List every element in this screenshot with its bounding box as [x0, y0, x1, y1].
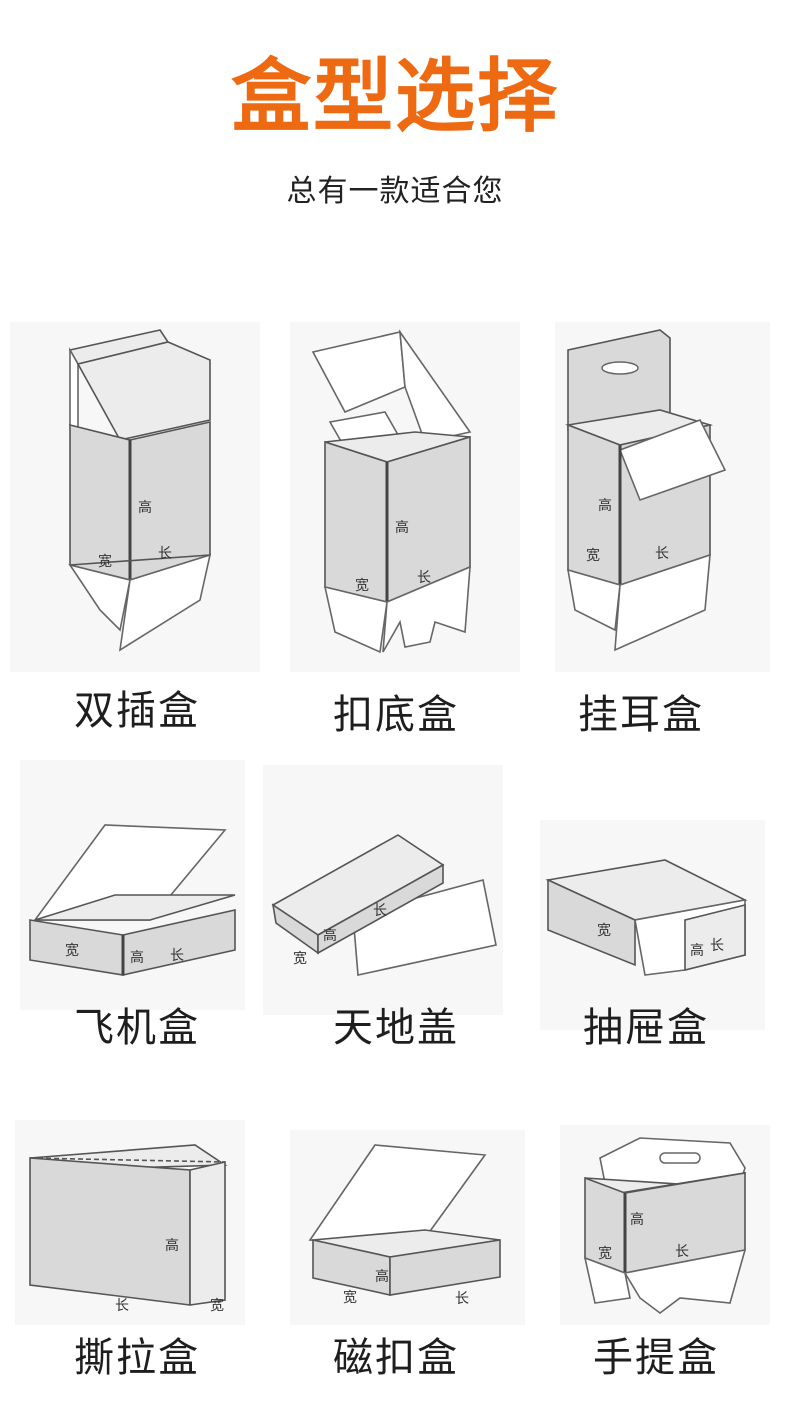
box-type-label: 手提盒 [593, 1335, 719, 1381]
dimension-label-height: 高 [395, 519, 409, 536]
dimension-label-width: 宽 [597, 922, 611, 939]
dimension-label-length: 长 [655, 546, 669, 562]
dimension-label-length: 长 [417, 570, 431, 586]
page-subtitle: 总有一款适合您 [286, 174, 504, 209]
dimension-label-height: 高 [598, 497, 612, 514]
box-type-label: 抽屉盒 [583, 1005, 709, 1051]
box-type-label: 撕拉盒 [74, 1335, 200, 1381]
lock-bottom-box-icon: 高 宽 长 [311, 329, 472, 654]
box-type-label: 磁扣盒 [333, 1335, 459, 1381]
dimension-label-width: 宽 [586, 547, 600, 564]
page-title: 盒型选择 [231, 50, 559, 143]
dimension-label-height: 高 [323, 927, 337, 944]
tear-strip-box-icon: 高 长 宽 [29, 1144, 228, 1314]
dimension-label-width: 宽 [293, 950, 307, 967]
dimension-label-height: 高 [375, 1268, 389, 1285]
dimension-label-length: 长 [455, 1291, 469, 1307]
box-type-label: 挂耳盒 [578, 692, 704, 738]
dimension-label-width: 宽 [65, 942, 79, 959]
dimension-label-width: 宽 [355, 577, 369, 594]
mailer-box-icon: 宽 高 长 [29, 824, 236, 976]
lid-and-base-box-icon: 高 宽 长 [271, 834, 497, 976]
dimension-label-width: 宽 [210, 1297, 224, 1314]
dimension-label-height: 高 [165, 1237, 179, 1254]
dimension-label-length: 长 [373, 903, 387, 919]
handle-box-icon: 高 宽 长 [583, 1137, 747, 1314]
box-type-label: 天地盖 [333, 1005, 459, 1051]
magnetic-closure-box-icon: 高 宽 长 [308, 1144, 501, 1307]
drawer-box-icon: 宽 高 长 [545, 859, 748, 976]
dimension-label-length: 长 [158, 546, 172, 562]
box-type-label: 扣底盒 [333, 692, 459, 738]
hanger-box-icon: 高 宽 长 [564, 329, 727, 652]
dimension-label-length: 长 [710, 938, 724, 954]
dimension-label-height: 高 [630, 1211, 644, 1228]
dimension-label-length: 长 [675, 1244, 689, 1260]
tuck-end-box-icon: 高 宽 长 [68, 329, 212, 652]
box-type-label: 飞机盒 [74, 1005, 200, 1051]
dimension-label-width: 宽 [98, 553, 112, 570]
dimension-label-length: 长 [115, 1298, 129, 1314]
box-type-label: 双插盒 [74, 688, 200, 734]
dimension-label-height: 高 [130, 949, 144, 966]
dimension-label-height: 高 [690, 942, 704, 959]
dimension-label-height: 高 [138, 499, 152, 516]
dimension-label-length: 长 [170, 948, 184, 964]
dimension-label-width: 宽 [343, 1289, 357, 1306]
dimension-label-width: 宽 [598, 1245, 612, 1262]
